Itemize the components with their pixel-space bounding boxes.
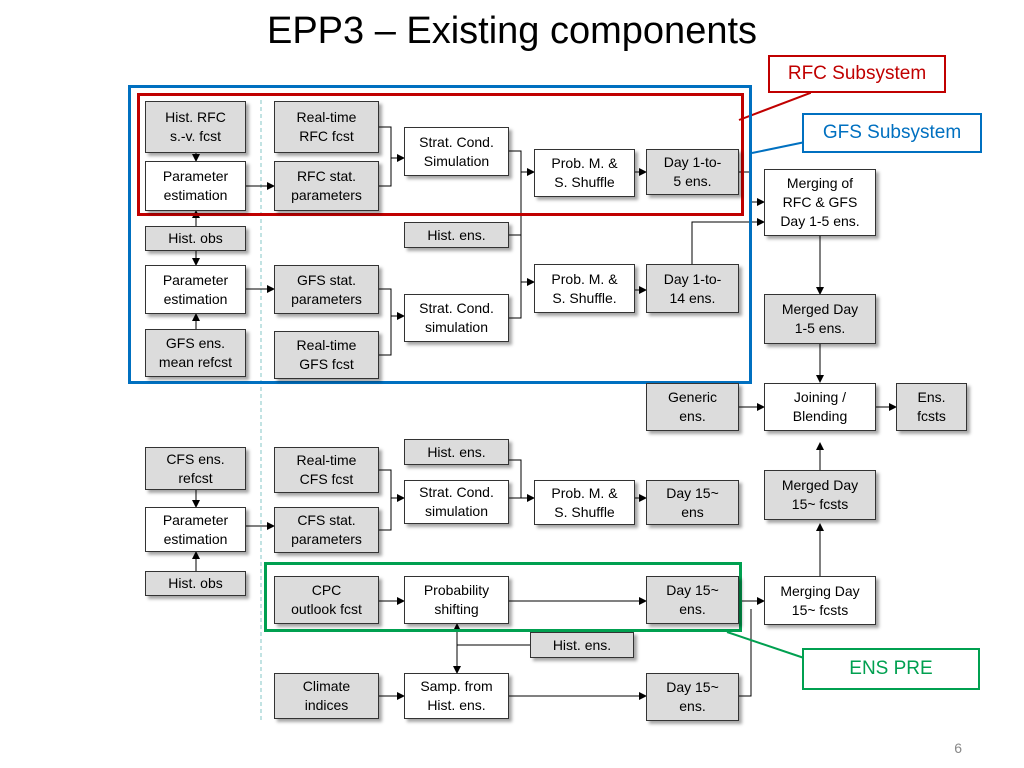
prob-m-shuffle-rfc-box: Prob. M. & S. Shuffle bbox=[534, 149, 635, 197]
cfs-ens-refcst-box: CFS ens. refcst bbox=[145, 447, 246, 490]
day-15-ens-climate-box: Day 15~ ens. bbox=[646, 673, 739, 721]
climate-indices-box: Climate indices bbox=[274, 673, 379, 719]
slide-title: EPP3 – Existing components bbox=[266, 10, 758, 52]
ens-pre-callout: ENS PRE bbox=[802, 648, 980, 690]
cfs-stat-parameters-box: CFS stat. parameters bbox=[274, 507, 379, 553]
rfc-stat-parameters-box: RFC stat. parameters bbox=[274, 161, 379, 211]
gfs-ens-mean-refcst-box: GFS ens. mean refcst bbox=[145, 329, 246, 377]
parameter-estimation-cfs-box: Parameter estimation bbox=[145, 507, 246, 552]
samp-from-hist-ens-box: Samp. from Hist. ens. bbox=[404, 673, 509, 719]
probability-shifting-box: Probability shifting bbox=[404, 576, 509, 624]
ens-fcsts-box: Ens. fcsts bbox=[896, 383, 967, 431]
day-15-ens-cfs-box: Day 15~ ens bbox=[646, 480, 739, 525]
gfs-subsystem-callout: GFS Subsystem bbox=[802, 113, 982, 153]
day-1-to-14-ens-box: Day 1-to- 14 ens. bbox=[646, 264, 739, 313]
realtime-cfs-fcst-box: Real-time CFS fcst bbox=[274, 447, 379, 493]
parameter-estimation-gfs-box: Parameter estimation bbox=[145, 265, 246, 314]
hist-ens-cfs-box: Hist. ens. bbox=[404, 439, 509, 465]
generic-ens-box: Generic ens. bbox=[646, 383, 739, 431]
prob-m-shuffle-cfs-box: Prob. M. & S. Shuffle bbox=[534, 480, 635, 525]
page-number: 6 bbox=[954, 740, 962, 756]
merged-day-1-5-ens-box: Merged Day 1-5 ens. bbox=[764, 294, 876, 344]
day-15-ens-cpc-box: Day 15~ ens. bbox=[646, 576, 739, 624]
ens-pre-frame bbox=[264, 562, 742, 632]
rfc-subsystem-callout: RFC Subsystem bbox=[768, 55, 946, 93]
parameter-estimation-rfc-box: Parameter estimation bbox=[145, 161, 246, 211]
hist-ens-pre-box: Hist. ens. bbox=[530, 632, 634, 658]
hist-ens-box: Hist. ens. bbox=[404, 222, 509, 248]
strat-cond-simulation-gfs-box: Strat. Cond. simulation bbox=[404, 294, 509, 342]
merging-rfc-gfs-box: Merging of RFC & GFS Day 1-5 ens. bbox=[764, 169, 876, 236]
rfc-subsystem-frame bbox=[137, 93, 744, 216]
joining-blending-box: Joining / Blending bbox=[764, 383, 876, 431]
realtime-gfs-fcst-box: Real-time GFS fcst bbox=[274, 331, 379, 379]
prob-m-shuffle-gfs-box: Prob. M. & S. Shuffle. bbox=[534, 264, 635, 313]
gfs-stat-parameters-box: GFS stat. parameters bbox=[274, 265, 379, 314]
realtime-rfc-fcst-box: Real-time RFC fcst bbox=[274, 101, 379, 153]
hist-obs-box: Hist. obs bbox=[145, 226, 246, 251]
gfs-subsystem-frame bbox=[128, 85, 752, 384]
hist-obs-cfs-box: Hist. obs bbox=[145, 571, 246, 596]
merged-day-15-fcsts-box: Merged Day 15~ fcsts bbox=[764, 470, 876, 520]
hist-rfc-svfcst-box: Hist. RFC s.-v. fcst bbox=[145, 101, 246, 153]
merging-day-15-fcsts-box: Merging Day 15~ fcsts bbox=[764, 576, 876, 625]
day-1-to-5-ens-box: Day 1-to- 5 ens. bbox=[646, 149, 739, 195]
cpc-outlook-fcst-box: CPC outlook fcst bbox=[274, 576, 379, 624]
strat-cond-simulation-rfc-box: Strat. Cond. Simulation bbox=[404, 127, 509, 176]
strat-cond-simulation-cfs-box: Strat. Cond. simulation bbox=[404, 480, 509, 524]
